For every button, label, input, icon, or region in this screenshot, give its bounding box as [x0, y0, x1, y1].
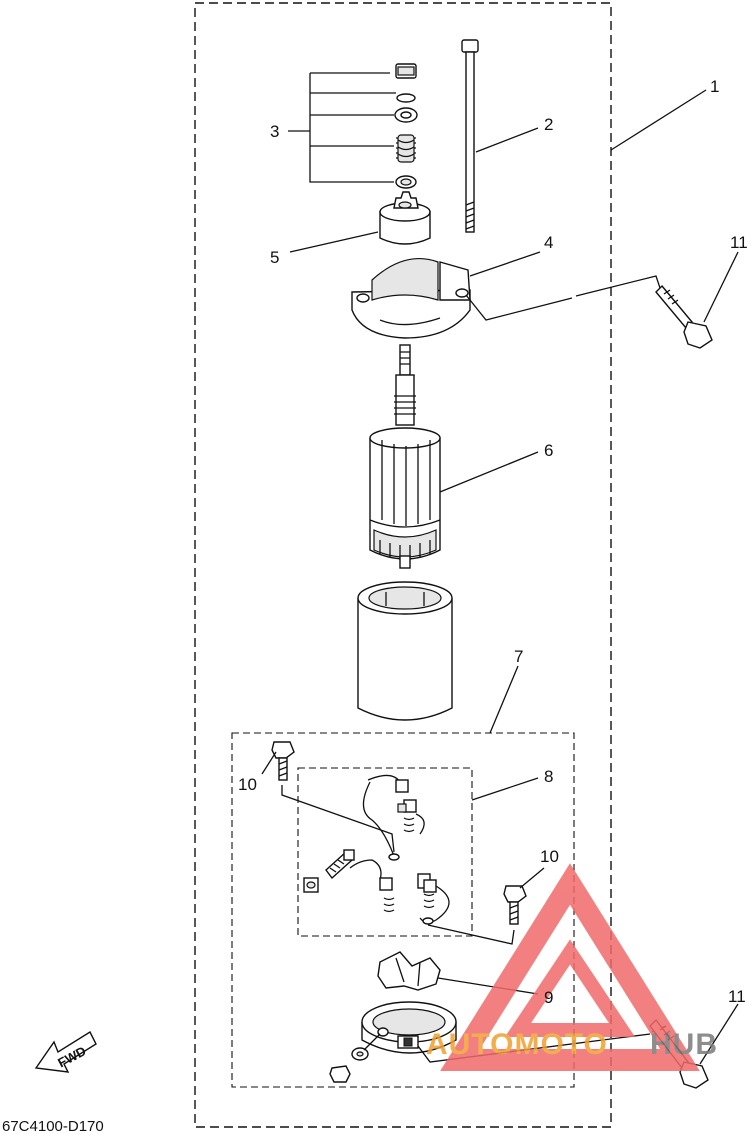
part-rear-cover: [361, 1001, 457, 1054]
callout-10-right: 10: [540, 847, 559, 866]
callout-7: 7: [514, 647, 523, 666]
callout-3: 3: [270, 122, 279, 141]
part-10-screw-right: [503, 885, 527, 925]
callout-11-upper: 11: [730, 233, 748, 252]
callout-9: 9: [544, 988, 553, 1007]
callout-1: 1: [710, 77, 719, 96]
watermark-logo: AUTOMOTO HUB: [426, 863, 718, 1071]
part-4-front-bracket: [351, 258, 471, 339]
part-6-armature: [369, 344, 441, 569]
callout-10-left: 10: [238, 775, 257, 794]
part-3-hardware-stack: [394, 63, 418, 189]
part-2-through-bolt: [461, 39, 479, 233]
part-washer-nut-bottom: [329, 1047, 369, 1083]
watermark-text-hub: HUB: [650, 1028, 718, 1061]
part-8-brush-set: [303, 774, 450, 925]
callout-2: 2: [544, 115, 553, 134]
part-11-upper-bolt: [655, 284, 713, 349]
callout-5: 5: [270, 248, 279, 267]
drawing-code: 67C4100-D170: [2, 1118, 104, 1133]
callout-6: 6: [544, 441, 553, 460]
part-5-pinion-gear: [379, 191, 431, 245]
part-9-brush-holder: [377, 951, 441, 991]
fwd-label: FWD: [55, 1043, 88, 1070]
part-yoke-housing: [357, 581, 453, 721]
callout-8: 8: [544, 767, 553, 786]
part-10-screw-left: [271, 741, 295, 781]
assembly-8-boundary: [297, 767, 473, 937]
callout-11-lower: 11: [728, 987, 746, 1006]
fwd-arrow-icon: FWD: [34, 1030, 97, 1073]
watermark-text-automoto: AUTOMOTO: [426, 1028, 608, 1061]
callout-4: 4: [544, 233, 553, 252]
